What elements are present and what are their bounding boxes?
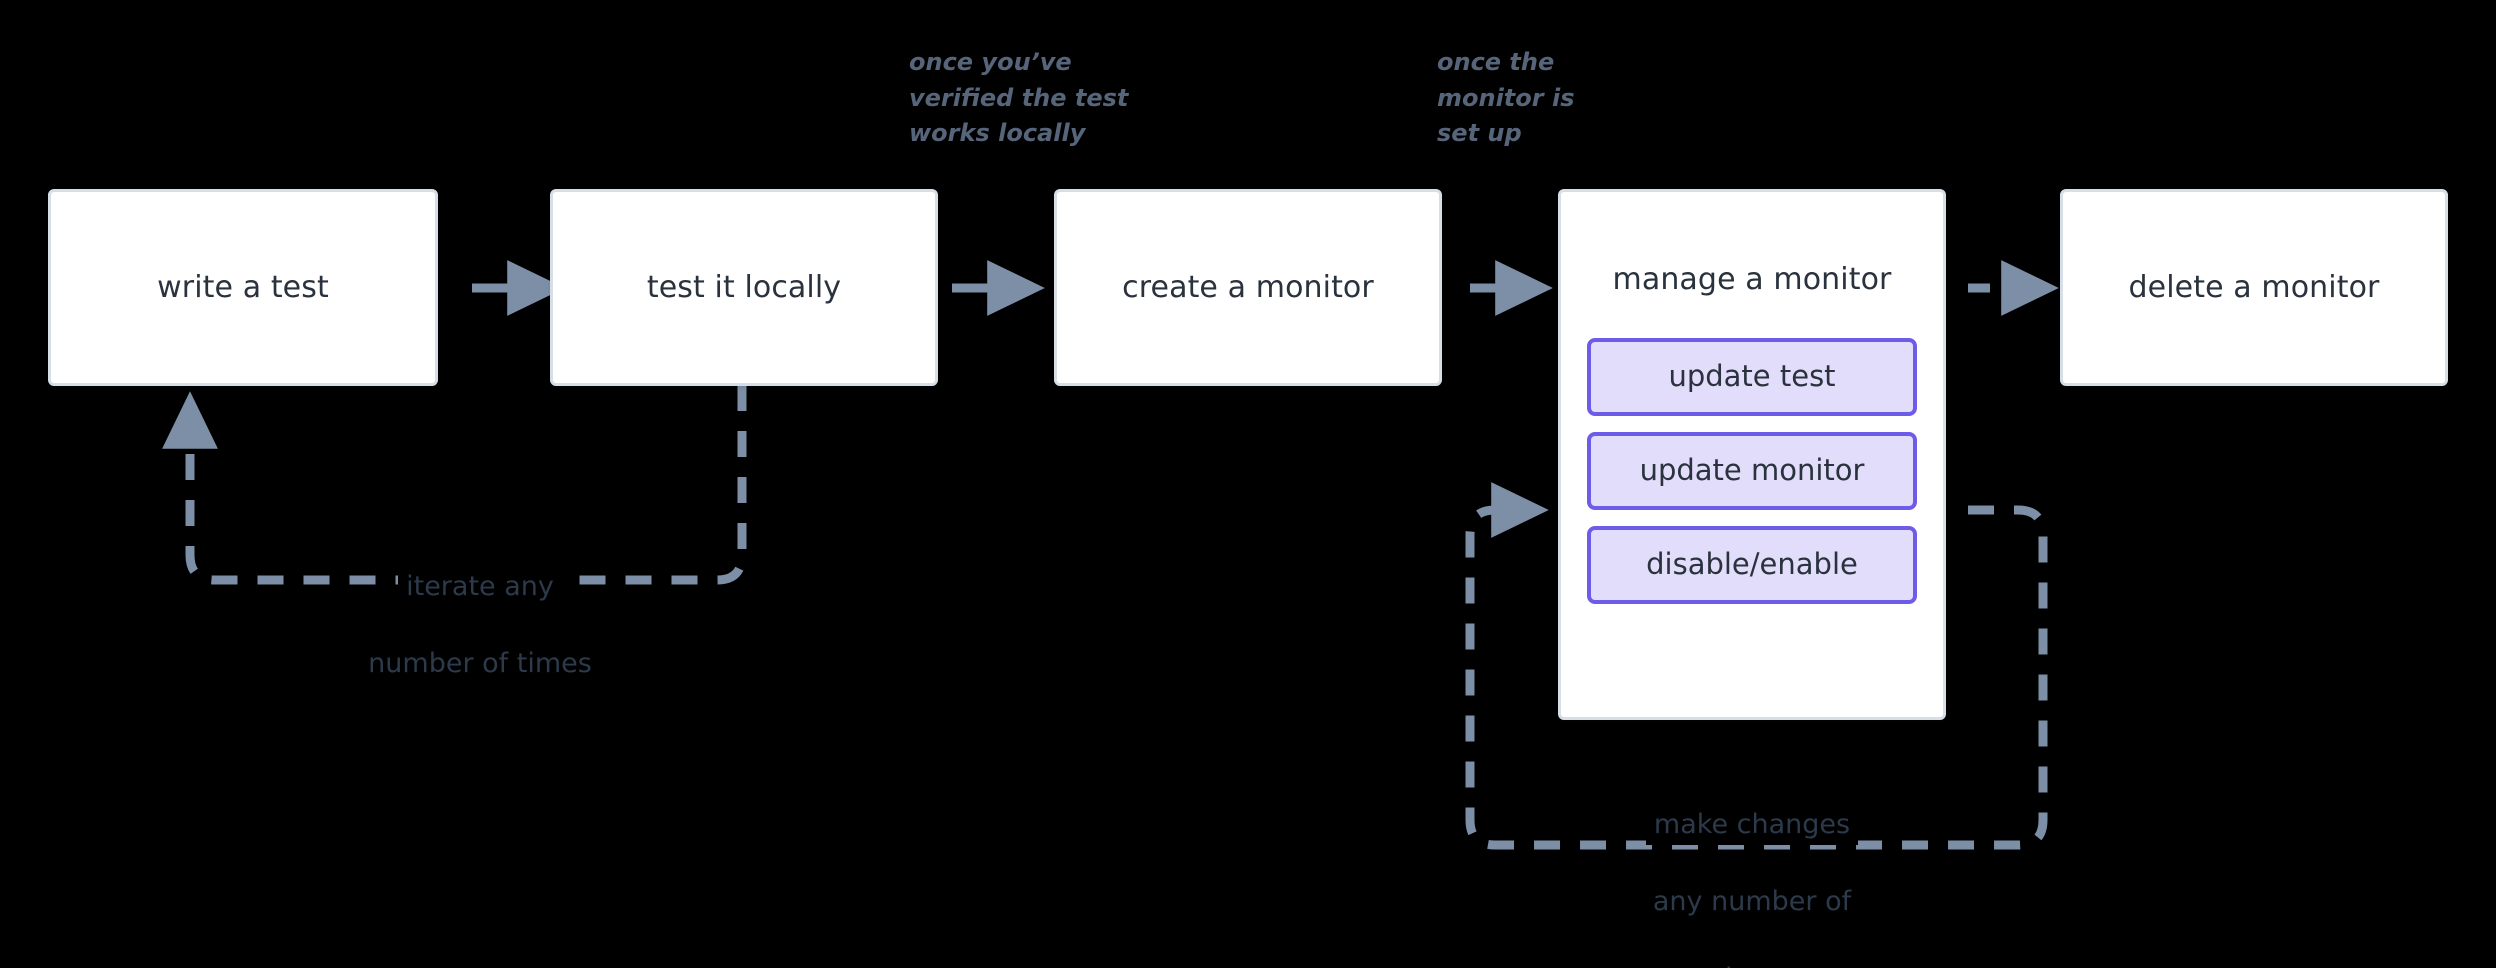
sub-action-disable-enable[interactable]: disable/enable: [1587, 526, 1917, 604]
iterate-loop-caption: iterate any number of times: [320, 530, 640, 722]
iterate-loop-caption-line2: number of times: [360, 644, 600, 684]
stage-box-create-a-monitor[interactable]: create a monitor: [1054, 189, 1442, 386]
stage-label-write-a-test: write a test: [157, 269, 329, 305]
sub-action-update-test[interactable]: update test: [1587, 338, 1917, 416]
stage-box-write-a-test[interactable]: write a test: [48, 189, 438, 386]
make-changes-caption-line3: times: [1706, 959, 1798, 968]
note-once-monitor-set-up: once the monitor is set up: [1437, 48, 1575, 148]
make-changes-caption-line2: any number of: [1644, 882, 1860, 922]
stage-label-delete-a-monitor: delete a monitor: [2128, 269, 2380, 305]
sub-action-label-update-monitor: update monitor: [1639, 453, 1865, 488]
sub-action-update-monitor[interactable]: update monitor: [1587, 432, 1917, 510]
note-verified-the-test: once you’ve verified the test works loca…: [909, 48, 1129, 148]
stage-label-create-a-monitor: create a monitor: [1122, 269, 1374, 305]
sub-action-label-update-test: update test: [1668, 359, 1836, 394]
make-changes-loop-caption: make changes any number of times: [1600, 768, 1904, 968]
iterate-loop-caption-line1: iterate any: [398, 568, 562, 607]
stage-box-delete-a-monitor[interactable]: delete a monitor: [2060, 189, 2448, 386]
make-changes-caption-line1: make changes: [1645, 806, 1859, 845]
stage-label-manage-a-monitor: manage a monitor: [1612, 262, 1892, 297]
stage-box-test-it-locally[interactable]: test it locally: [550, 189, 938, 386]
sub-action-label-disable-enable: disable/enable: [1646, 547, 1858, 582]
stage-label-test-it-locally: test it locally: [646, 269, 842, 305]
stage-box-manage-a-monitor[interactable]: manage a monitor update test update moni…: [1558, 189, 1946, 720]
